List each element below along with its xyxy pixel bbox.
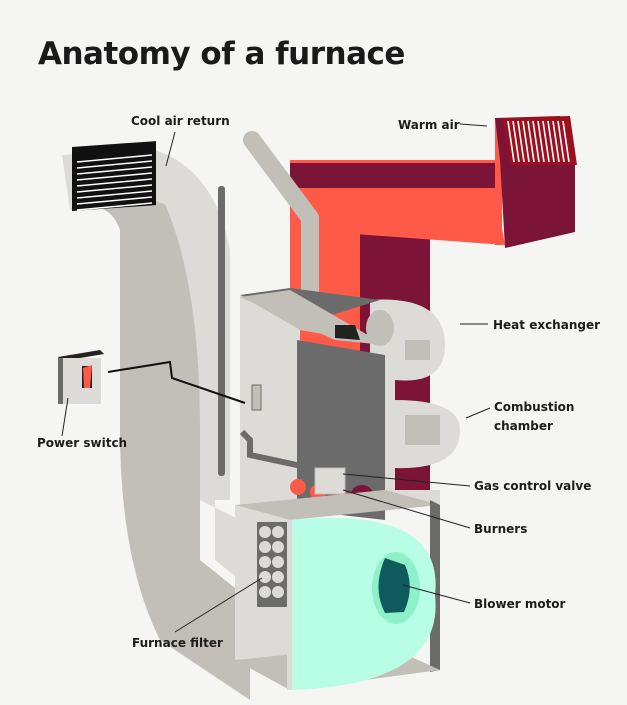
label-blower-motor: Blower motor bbox=[474, 597, 566, 611]
gas-line bbox=[239, 429, 321, 473]
blower-motor-hub bbox=[378, 558, 410, 613]
cool-air-return-duct bbox=[62, 141, 250, 700]
label-burners: Burners bbox=[474, 522, 528, 536]
label-gas-control-valve: Gas control valve bbox=[474, 479, 592, 493]
label-cool-air-return: Cool air return bbox=[131, 114, 230, 128]
label-combustion-chamber-line2: chamber bbox=[494, 419, 553, 433]
furnace-filter bbox=[257, 522, 287, 607]
label-furnace-filter: Furnace filter bbox=[132, 636, 223, 650]
leader-lines bbox=[61, 123, 491, 633]
control-module bbox=[251, 384, 262, 411]
power-switch-box bbox=[58, 350, 104, 404]
label-combustion-chamber-line1: Combustion bbox=[494, 400, 575, 414]
flue-pipe bbox=[243, 131, 319, 309]
power-wire bbox=[107, 360, 246, 404]
warm-air-vent-grille bbox=[507, 120, 570, 163]
gas-control-valve bbox=[314, 467, 346, 495]
label-warm-air: Warm air bbox=[398, 118, 460, 132]
gas-pipe bbox=[218, 186, 225, 476]
diagram-title: Anatomy of a furnace bbox=[38, 36, 405, 72]
label-heat-exchanger: Heat exchanger bbox=[493, 318, 601, 332]
heat-exchanger bbox=[366, 299, 460, 505]
label-power-switch: Power switch bbox=[37, 436, 128, 450]
